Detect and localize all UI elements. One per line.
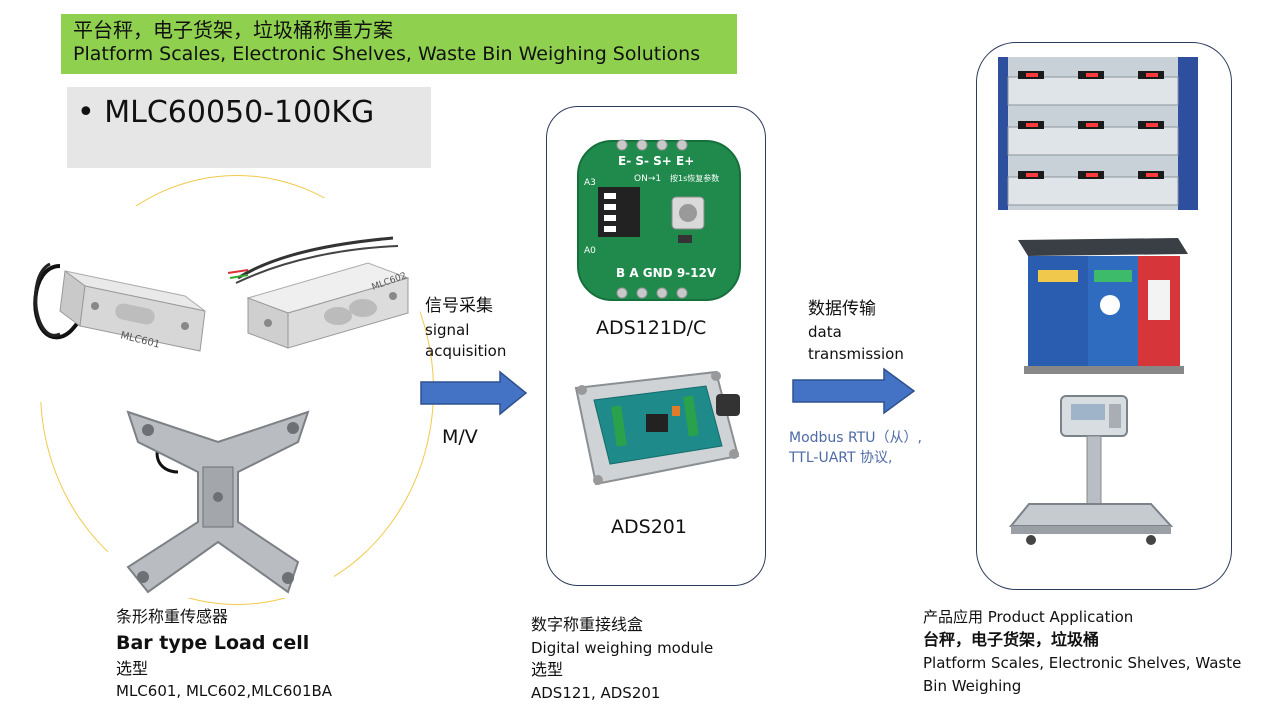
- right-caption-zh: 台秤，电子货架，垃圾桶: [923, 630, 1100, 649]
- title-en: Platform Scales, Electronic Shelves, Was…: [73, 43, 701, 65]
- electronic-shelves-image: [998, 57, 1198, 210]
- bullet: •: [77, 95, 95, 130]
- transmission-arrow: [792, 367, 916, 415]
- signal-label-en1: signal: [425, 321, 470, 339]
- left-caption-select: 选型: [116, 659, 149, 678]
- module-frame: [546, 106, 766, 586]
- middle-caption-select: 选型: [531, 660, 564, 679]
- ads121-board-image: E- S- S+ E+ ON→1 按1s恢复参数 A3 A0 B A GND 9…: [574, 137, 744, 304]
- load-cell-mlc601-image: MLC601: [20, 206, 218, 402]
- board-reset-note: 按1s恢复参数: [670, 173, 719, 183]
- load-cell-mlc601ba-image: [108, 402, 334, 598]
- board-a3: A3: [584, 178, 596, 188]
- middle-caption-zh: 数字称重接线盒: [531, 615, 644, 634]
- middle-caption-models: ADS121, ADS201: [531, 684, 661, 702]
- transmission-label-en2: transmission: [808, 345, 904, 363]
- left-caption-en: Bar type Load cell: [116, 632, 310, 654]
- module-ads121-label: ADS121D/C: [596, 317, 707, 339]
- model-name: MLC60050-100KG: [104, 95, 375, 130]
- board-a0: A0: [584, 246, 596, 256]
- board-on-label: ON→1: [634, 174, 661, 184]
- module-ads201-label: ADS201: [611, 516, 687, 538]
- board-pins-top: E- S- S+ E+: [618, 154, 694, 168]
- signal-label-zh: 信号采集: [425, 296, 493, 316]
- title-zh: 平台秤，电子货架，垃圾桶称重方案: [73, 18, 393, 42]
- left-caption-models: MLC601, MLC602,MLC601BA: [116, 682, 333, 700]
- left-caption-zh: 条形称重传感器: [116, 607, 229, 626]
- signal-unit: M/V: [442, 426, 478, 448]
- protocol-line2: TTL-UART 协议,: [789, 450, 893, 466]
- right-caption-title: 产品应用 Product Application: [923, 608, 1134, 626]
- right-caption-en2: Bin Weighing: [923, 677, 1022, 695]
- board-pins-bottom: B A GND 9-12V: [616, 266, 717, 280]
- waste-bin-station-image: [998, 210, 1195, 386]
- application-frame: [976, 42, 1232, 590]
- middle-caption-en: Digital weighing module: [531, 639, 714, 657]
- protocol-line1: Modbus RTU（从）,: [789, 430, 922, 446]
- title-banner: 平台秤，电子货架，垃圾桶称重方案 Platform Scales, Electr…: [61, 14, 737, 74]
- signal-label-en2: acquisition: [425, 342, 507, 360]
- model-box: • MLC60050-100KG: [67, 87, 431, 168]
- transmission-label-zh: 数据传输: [808, 299, 876, 319]
- load-cell-mlc602-image: MLC602: [218, 198, 420, 400]
- platform-scale-image: [1001, 386, 1179, 560]
- signal-arrow: [420, 370, 528, 416]
- ads201-box-image: [566, 366, 744, 494]
- transmission-label-en1: data: [808, 323, 842, 341]
- right-caption-en1: Platform Scales, Electronic Shelves, Was…: [923, 654, 1242, 672]
